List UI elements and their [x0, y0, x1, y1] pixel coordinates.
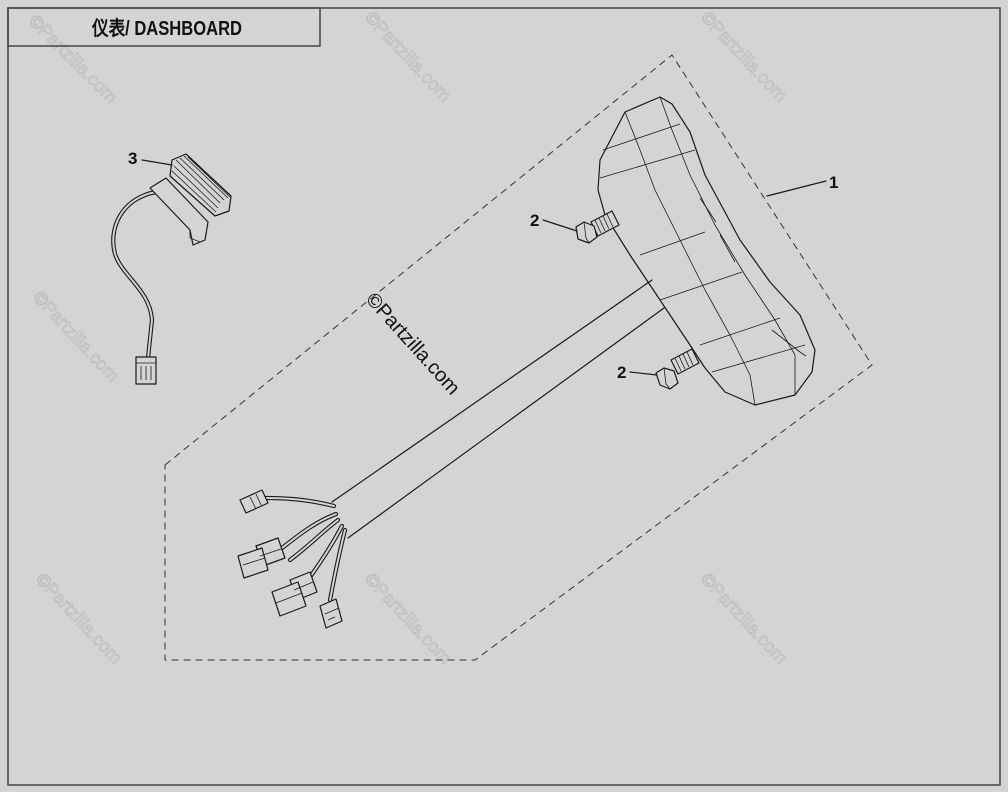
sensor-connector [135, 356, 157, 385]
screw-thread-lines [594, 213, 614, 234]
connector-detail [275, 581, 314, 604]
connector-detail [324, 607, 340, 621]
callout-2-upper: 2 [530, 211, 578, 232]
watermark: ©Partzilla.com [361, 7, 455, 106]
screw-thread [670, 348, 700, 375]
watermark-main: ©Partzilla.com [361, 289, 464, 400]
callout-label: 2 [617, 363, 626, 382]
cluster-housing [597, 96, 816, 406]
callout-leader [629, 371, 658, 376]
watermark: ©Partzilla.com [697, 7, 791, 106]
harness-sheath-upper [331, 279, 653, 503]
watermark: ©Partzilla.com [361, 569, 455, 668]
connector-small-upper [239, 489, 269, 514]
sensor-edge [189, 230, 201, 243]
callout-leader [141, 159, 173, 166]
callout-leader [766, 180, 827, 197]
harness-wire [329, 529, 346, 601]
screw-head-edge [663, 367, 671, 390]
cluster-edge [699, 197, 736, 263]
cluster-edge [599, 149, 696, 179]
cluster-edge [602, 123, 681, 151]
callout-3: 3 [128, 149, 173, 168]
connector-detail [242, 548, 282, 566]
screw-head-edge [583, 221, 590, 244]
harness-sheath-lower [347, 307, 665, 539]
connector-body [237, 547, 269, 579]
part-2-screw-lower [655, 348, 700, 390]
connector-detail [249, 493, 262, 510]
callout-1: 1 [766, 173, 838, 197]
part-2-screw-upper [575, 210, 620, 244]
wiring-harness [237, 279, 665, 629]
connector-large-a [237, 537, 286, 579]
watermark: ©Partzilla.com [697, 569, 791, 668]
connector-small-lower [319, 598, 343, 629]
harness-wire [289, 519, 339, 561]
callout-leader [542, 219, 578, 232]
harness-wire [265, 497, 335, 507]
part-3-sensor [111, 153, 232, 385]
watermark: ©Partzilla.com [32, 569, 126, 668]
cluster-edge [624, 111, 756, 406]
callout-label: 3 [128, 149, 137, 168]
sensor-lead [112, 191, 157, 359]
connector-large-b [271, 571, 318, 617]
sensor-ribs [171, 155, 231, 213]
cluster-edge [711, 344, 806, 373]
part-1-instrument-cluster [597, 96, 816, 406]
cluster-edge [699, 317, 781, 346]
connector-body [319, 598, 343, 629]
cluster-edge [639, 231, 706, 256]
harness-wire [281, 513, 337, 549]
callout-2-lower: 2 [617, 363, 658, 382]
assembly-boundary [164, 54, 873, 661]
cluster-edge [771, 329, 807, 357]
screw-thread-lines [674, 351, 694, 372]
title-box [7, 7, 321, 47]
callout-label: 1 [829, 173, 838, 192]
drawing-frame [7, 7, 1001, 786]
cluster-edge [659, 271, 743, 301]
connector-detail [136, 362, 156, 380]
callout-label: 2 [530, 211, 539, 230]
connector-body [271, 581, 307, 617]
page-title: 仪表/ DASHBOARD [91, 16, 242, 40]
title-block: 仪表/ DASHBOARD [7, 7, 321, 47]
watermark: ©Partzilla.com [29, 287, 123, 386]
connector-body [239, 489, 269, 514]
